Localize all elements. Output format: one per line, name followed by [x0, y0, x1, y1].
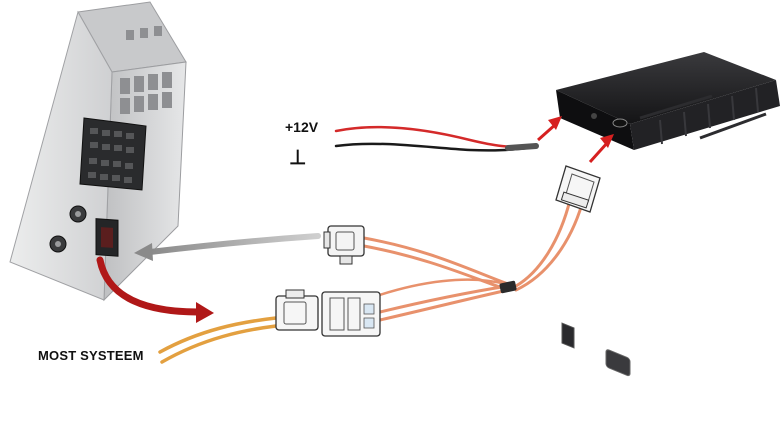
- quadlock-connector: [79, 117, 147, 191]
- grey-return-arrow: [134, 233, 321, 261]
- power-cable: [334, 125, 539, 152]
- most-plug-male: [275, 289, 319, 331]
- fiber-optic-cables: [158, 198, 584, 364]
- power-label: +12V: [285, 119, 319, 135]
- most-system-label: MOST SYSTEEM: [38, 348, 144, 363]
- vent-grille: [120, 26, 172, 114]
- red-arrow-to-most: [96, 256, 214, 323]
- bmw-head-unit: [9, 1, 187, 302]
- cable-junction: [499, 280, 517, 294]
- power-port: [561, 322, 575, 349]
- module-connector: [555, 165, 601, 213]
- black-interface-module: [556, 52, 780, 377]
- most-plug-female: [321, 291, 381, 337]
- red-arrow-most: [588, 134, 614, 164]
- head-unit-connector: [323, 225, 365, 265]
- ground-symbol: ⊥: [289, 147, 307, 169]
- most-port-module: [605, 349, 631, 377]
- red-arrow-power: [537, 116, 562, 142]
